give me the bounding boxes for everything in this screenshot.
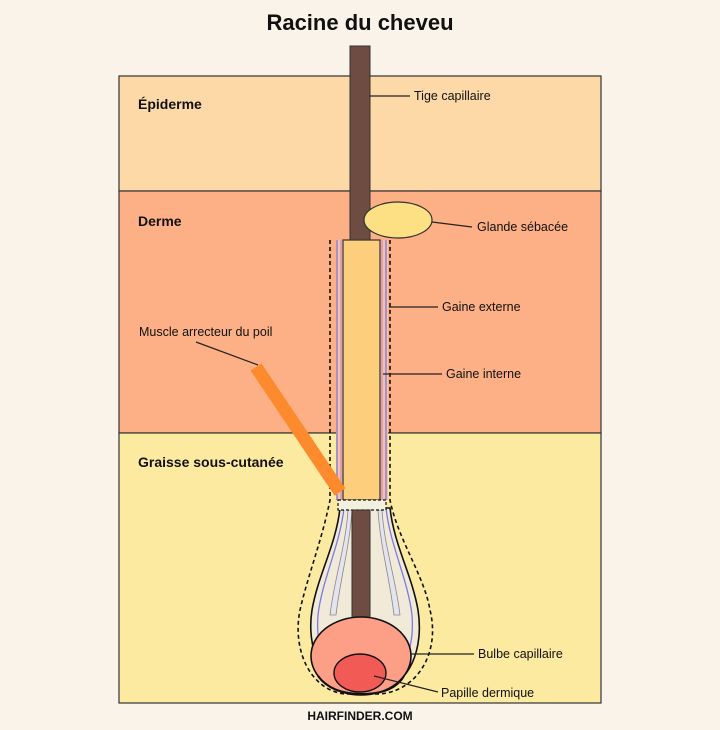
- sebaceous-gland: [363, 201, 433, 239]
- hair-root-shaft: [351, 509, 371, 623]
- label-gaine-externe: Gaine externe: [442, 300, 521, 314]
- label-papille-dermique: Papille dermique: [441, 686, 534, 700]
- footer-credit: HAIRFINDER.COM: [307, 709, 413, 723]
- subcutaneous-fat-label: Graisse sous-cutanée: [138, 454, 284, 470]
- epidermis-label: Épiderme: [138, 96, 202, 112]
- callout-line-glande: [431, 221, 473, 228]
- outer-sheath-envelope: [297, 240, 434, 695]
- label-bulbe-capillaire: Bulbe capillaire: [478, 647, 563, 661]
- inner-sheath-column: [342, 239, 381, 501]
- hair-shaft: [349, 45, 371, 241]
- arrector-pili-muscle: [250, 363, 346, 496]
- label-glande-sebacee: Glande sébacée: [477, 220, 568, 234]
- dermis-label: Derme: [138, 213, 182, 229]
- label-gaine-interne: Gaine interne: [446, 367, 521, 381]
- label-tige-capillaire: Tige capillaire: [414, 89, 491, 103]
- label-muscle-arrecteur: Muscle arrecteur du poil: [139, 325, 272, 339]
- inner-sheath-band-left: [329, 509, 353, 616]
- inner-sheath-band-right: [377, 509, 401, 616]
- page-title: Racine du cheveu: [266, 10, 454, 35]
- dermal-papilla: [333, 653, 387, 693]
- bulb-base-line: [317, 675, 405, 696]
- callout-line-muscle: [195, 341, 259, 366]
- bulb-top-box: [337, 499, 387, 511]
- callout-line-papille: [373, 675, 439, 693]
